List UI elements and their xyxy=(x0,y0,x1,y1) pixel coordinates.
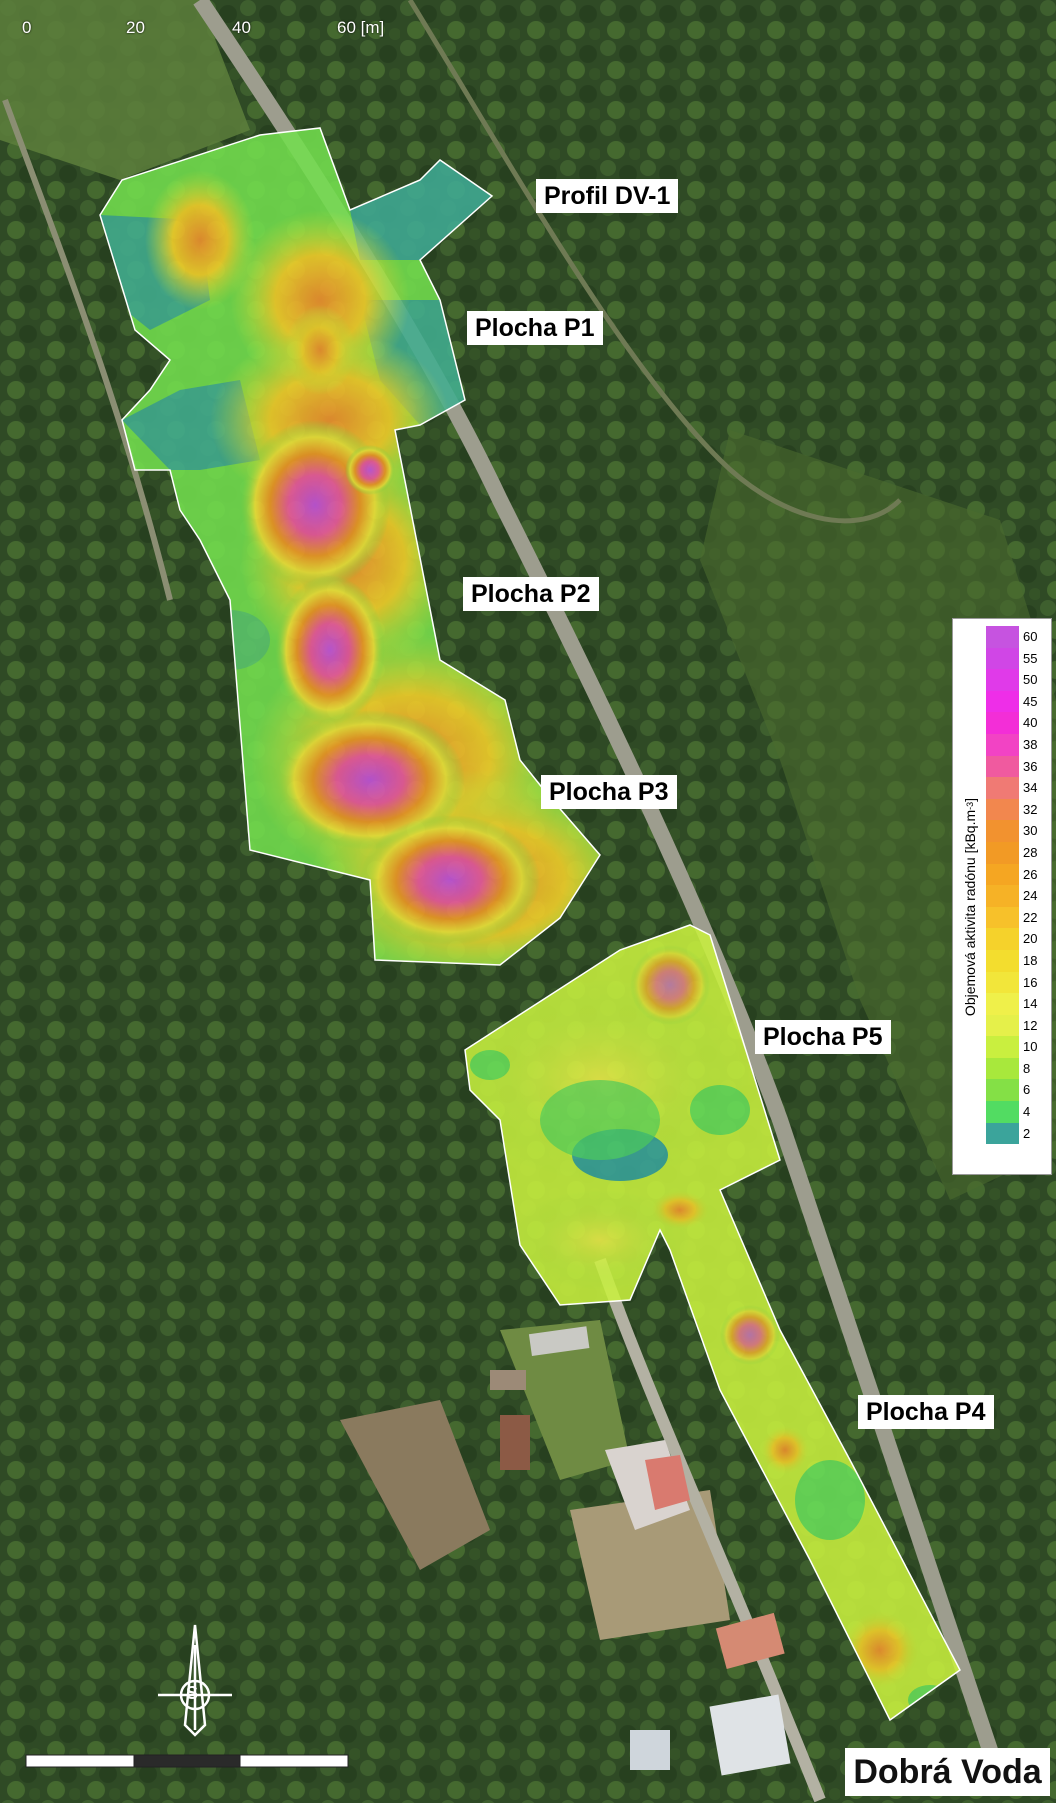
legend-swatch xyxy=(986,885,1019,907)
legend-tick-label: 32 xyxy=(1023,801,1038,817)
legend-swatch xyxy=(986,841,1019,864)
scale-label-60: 60 [m] xyxy=(337,18,385,37)
legend-swatch xyxy=(986,1057,1019,1080)
legend-swatch xyxy=(986,1101,1019,1123)
label-plocha-p2: Plocha P2 xyxy=(463,577,599,611)
scale-bar xyxy=(25,1754,349,1768)
legend-tick-label: 12 xyxy=(1023,1017,1038,1033)
legend-color-ramp xyxy=(986,626,1019,1145)
legend-swatch xyxy=(986,1014,1019,1037)
legend-swatch xyxy=(986,798,1019,821)
north-arrow-icon xyxy=(158,1624,232,1737)
label-plocha-p3: Plocha P3 xyxy=(541,775,677,809)
label-profil-dv1: Profil DV-1 xyxy=(536,179,679,213)
legend-swatch xyxy=(986,1122,1019,1145)
legend-swatch xyxy=(986,733,1019,756)
legend-tick-label: 60 xyxy=(1023,629,1038,644)
legend-tick-label: 36 xyxy=(1023,758,1038,774)
legend-swatch xyxy=(986,1079,1019,1102)
legend-swatch xyxy=(986,690,1019,713)
legend-tick-label: 14 xyxy=(1023,996,1038,1012)
legend-tick-label: 6 xyxy=(1023,1082,1031,1098)
legend-tick-label: 16 xyxy=(1023,974,1038,990)
legend-swatch xyxy=(986,626,1019,648)
legend-swatch xyxy=(986,949,1019,972)
scale-label-0: 0 xyxy=(22,18,32,37)
scale-label-20: 20 xyxy=(126,18,145,37)
legend-swatch xyxy=(986,820,1019,842)
legend-swatch xyxy=(986,1036,1019,1058)
legend-swatch xyxy=(986,906,1019,929)
place-name: Dobrá Voda xyxy=(845,1748,1050,1796)
legend-swatch xyxy=(986,647,1019,670)
legend-swatch xyxy=(986,669,1019,691)
legend-tick-label: 26 xyxy=(1023,866,1038,882)
label-plocha-p1: Plocha P1 xyxy=(467,311,603,345)
legend-tick-label: 28 xyxy=(1023,844,1038,860)
legend-swatch xyxy=(986,863,1019,886)
color-legend: Objemová aktivita radónu [kBq.m-3] 60 55 5… xyxy=(952,618,1052,1175)
legend-swatch xyxy=(986,971,1019,994)
legend-tick-label: 55 xyxy=(1023,650,1038,666)
legend-tick-label: 18 xyxy=(1023,952,1038,968)
legend-tick-label: 20 xyxy=(1023,931,1038,947)
north-label: S xyxy=(186,1683,199,1703)
legend-tick-label: 10 xyxy=(1023,1039,1038,1055)
legend-swatch xyxy=(986,928,1019,950)
scale-label-40: 40 xyxy=(232,18,251,37)
legend-tick-label: 8 xyxy=(1023,1060,1031,1076)
legend-tick-label: 34 xyxy=(1023,780,1038,796)
legend-tick-label: 50 xyxy=(1023,672,1038,688)
label-plocha-p4: Plocha P4 xyxy=(858,1395,994,1429)
legend-swatch xyxy=(986,777,1019,799)
legend-tick-label: 4 xyxy=(1023,1104,1031,1120)
legend-tick-label: 45 xyxy=(1023,693,1038,709)
legend-tick-label: 38 xyxy=(1023,736,1038,752)
legend-swatch xyxy=(986,755,1019,778)
legend-tick-label: 24 xyxy=(1023,888,1038,904)
legend-swatch xyxy=(986,993,1019,1015)
legend-swatch xyxy=(986,712,1019,734)
label-plocha-p5: Plocha P5 xyxy=(755,1020,891,1054)
legend-tick-label: 22 xyxy=(1023,909,1038,925)
legend-tick-label: 2 xyxy=(1023,1125,1031,1141)
legend-title: Objemová aktivita radónu [kBq.m-3] xyxy=(962,797,978,1017)
legend-tick-label: 30 xyxy=(1023,823,1038,839)
legend-tick-label: 40 xyxy=(1023,715,1038,731)
